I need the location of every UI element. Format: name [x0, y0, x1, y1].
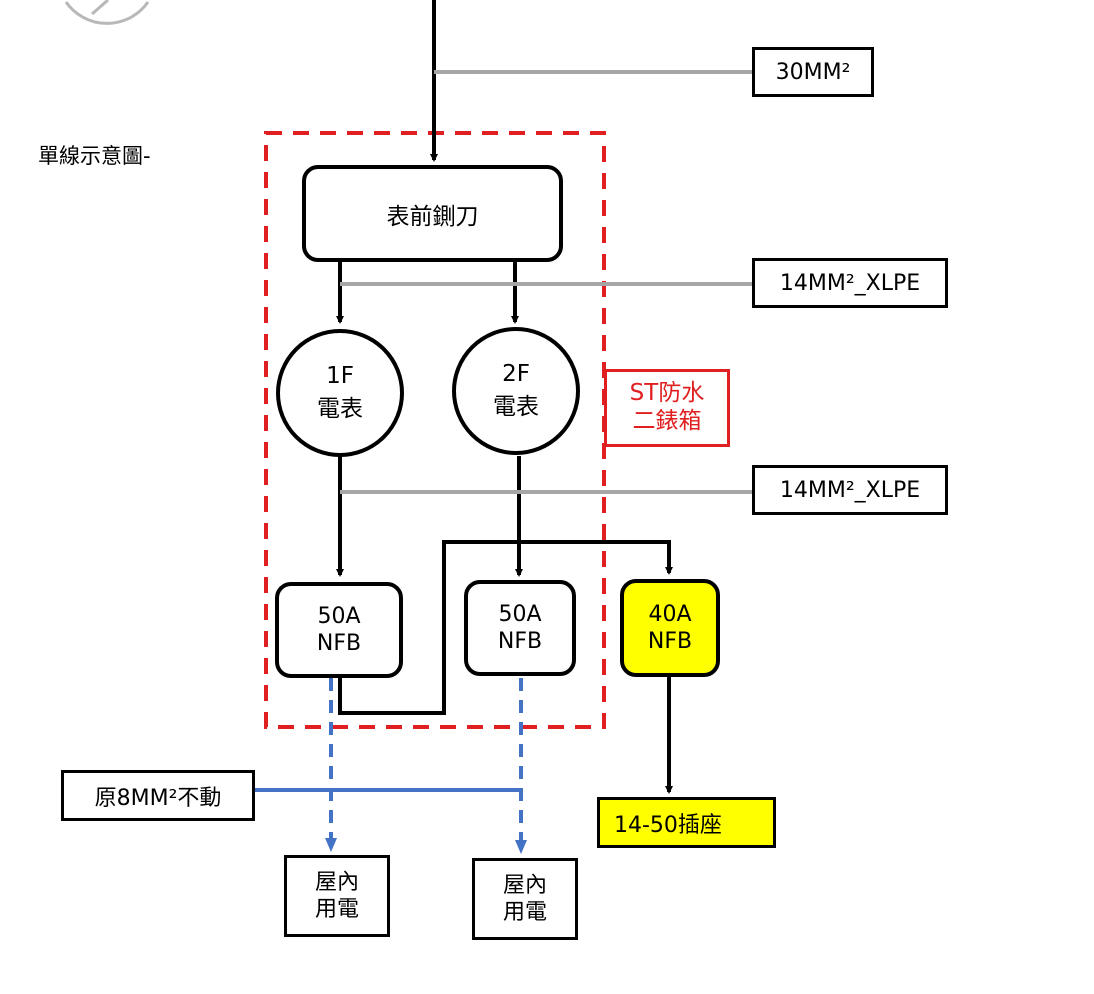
cable-label-main-text: 30MM²	[775, 59, 851, 85]
main-switch-label: 表前鍘刀	[386, 203, 479, 230]
indoor-load-right: 屋內 用電	[472, 858, 578, 940]
nfb-right-type: NFB	[647, 629, 693, 654]
nfb-50a-mid: 50A NFB	[464, 580, 576, 676]
enclosure-label-line2: 二錶箱	[632, 408, 702, 434]
cable-label-upper: 14MM²_XLPE	[752, 258, 948, 308]
nfb-mid-type: NFB	[497, 629, 543, 654]
existing-wire-label: 原8MM²不動	[61, 770, 255, 821]
indoor-left-line1: 屋內	[314, 869, 359, 895]
meter-2f-floor: 2F	[502, 361, 530, 387]
meter-1f-label: 電表	[317, 396, 363, 422]
socket-label: 14-50插座	[614, 812, 722, 838]
cable-label-lower-text: 14MM²_XLPE	[779, 477, 921, 503]
branch-to-40a-line	[338, 540, 673, 715]
meter-1f-floor: 1F	[326, 363, 354, 389]
nfb-right-rating: 40A	[648, 601, 692, 627]
socket-node: 14-50插座	[597, 797, 776, 848]
nfb-mid-rating: 50A	[498, 601, 542, 627]
nfb-40a-right: 40A NFB	[620, 579, 720, 677]
meter-2f-node: 2F 電表	[452, 327, 580, 455]
meter-1f-node: 1F 電表	[276, 329, 404, 457]
indoor-right-line1: 屋內	[502, 872, 547, 898]
nfb-50a-left: 50A NFB	[275, 582, 403, 678]
cable-label-main: 30MM²	[752, 47, 874, 97]
indoor-right-line2: 用電	[502, 900, 547, 925]
nfb-left-rating: 50A	[317, 603, 361, 629]
cable-label-upper-text: 14MM²_XLPE	[779, 270, 921, 296]
indoor-left-line2: 用電	[314, 897, 359, 922]
cable-label-lower: 14MM²_XLPE	[752, 465, 948, 515]
logo-fragment	[64, 0, 150, 25]
enclosure-label: ST防水 二錶箱	[604, 369, 730, 447]
existing-wire-label-text: 原8MM²不動	[94, 785, 222, 811]
meter-2f-label: 電表	[493, 394, 539, 420]
main-switch-node: 表前鍘刀	[302, 165, 563, 262]
diagram-title: 單線示意圖-	[38, 144, 151, 168]
indoor-load-left: 屋內 用電	[284, 855, 390, 937]
enclosure-label-line1: ST防水	[629, 380, 705, 407]
nfb-left-type: NFB	[316, 631, 362, 656]
